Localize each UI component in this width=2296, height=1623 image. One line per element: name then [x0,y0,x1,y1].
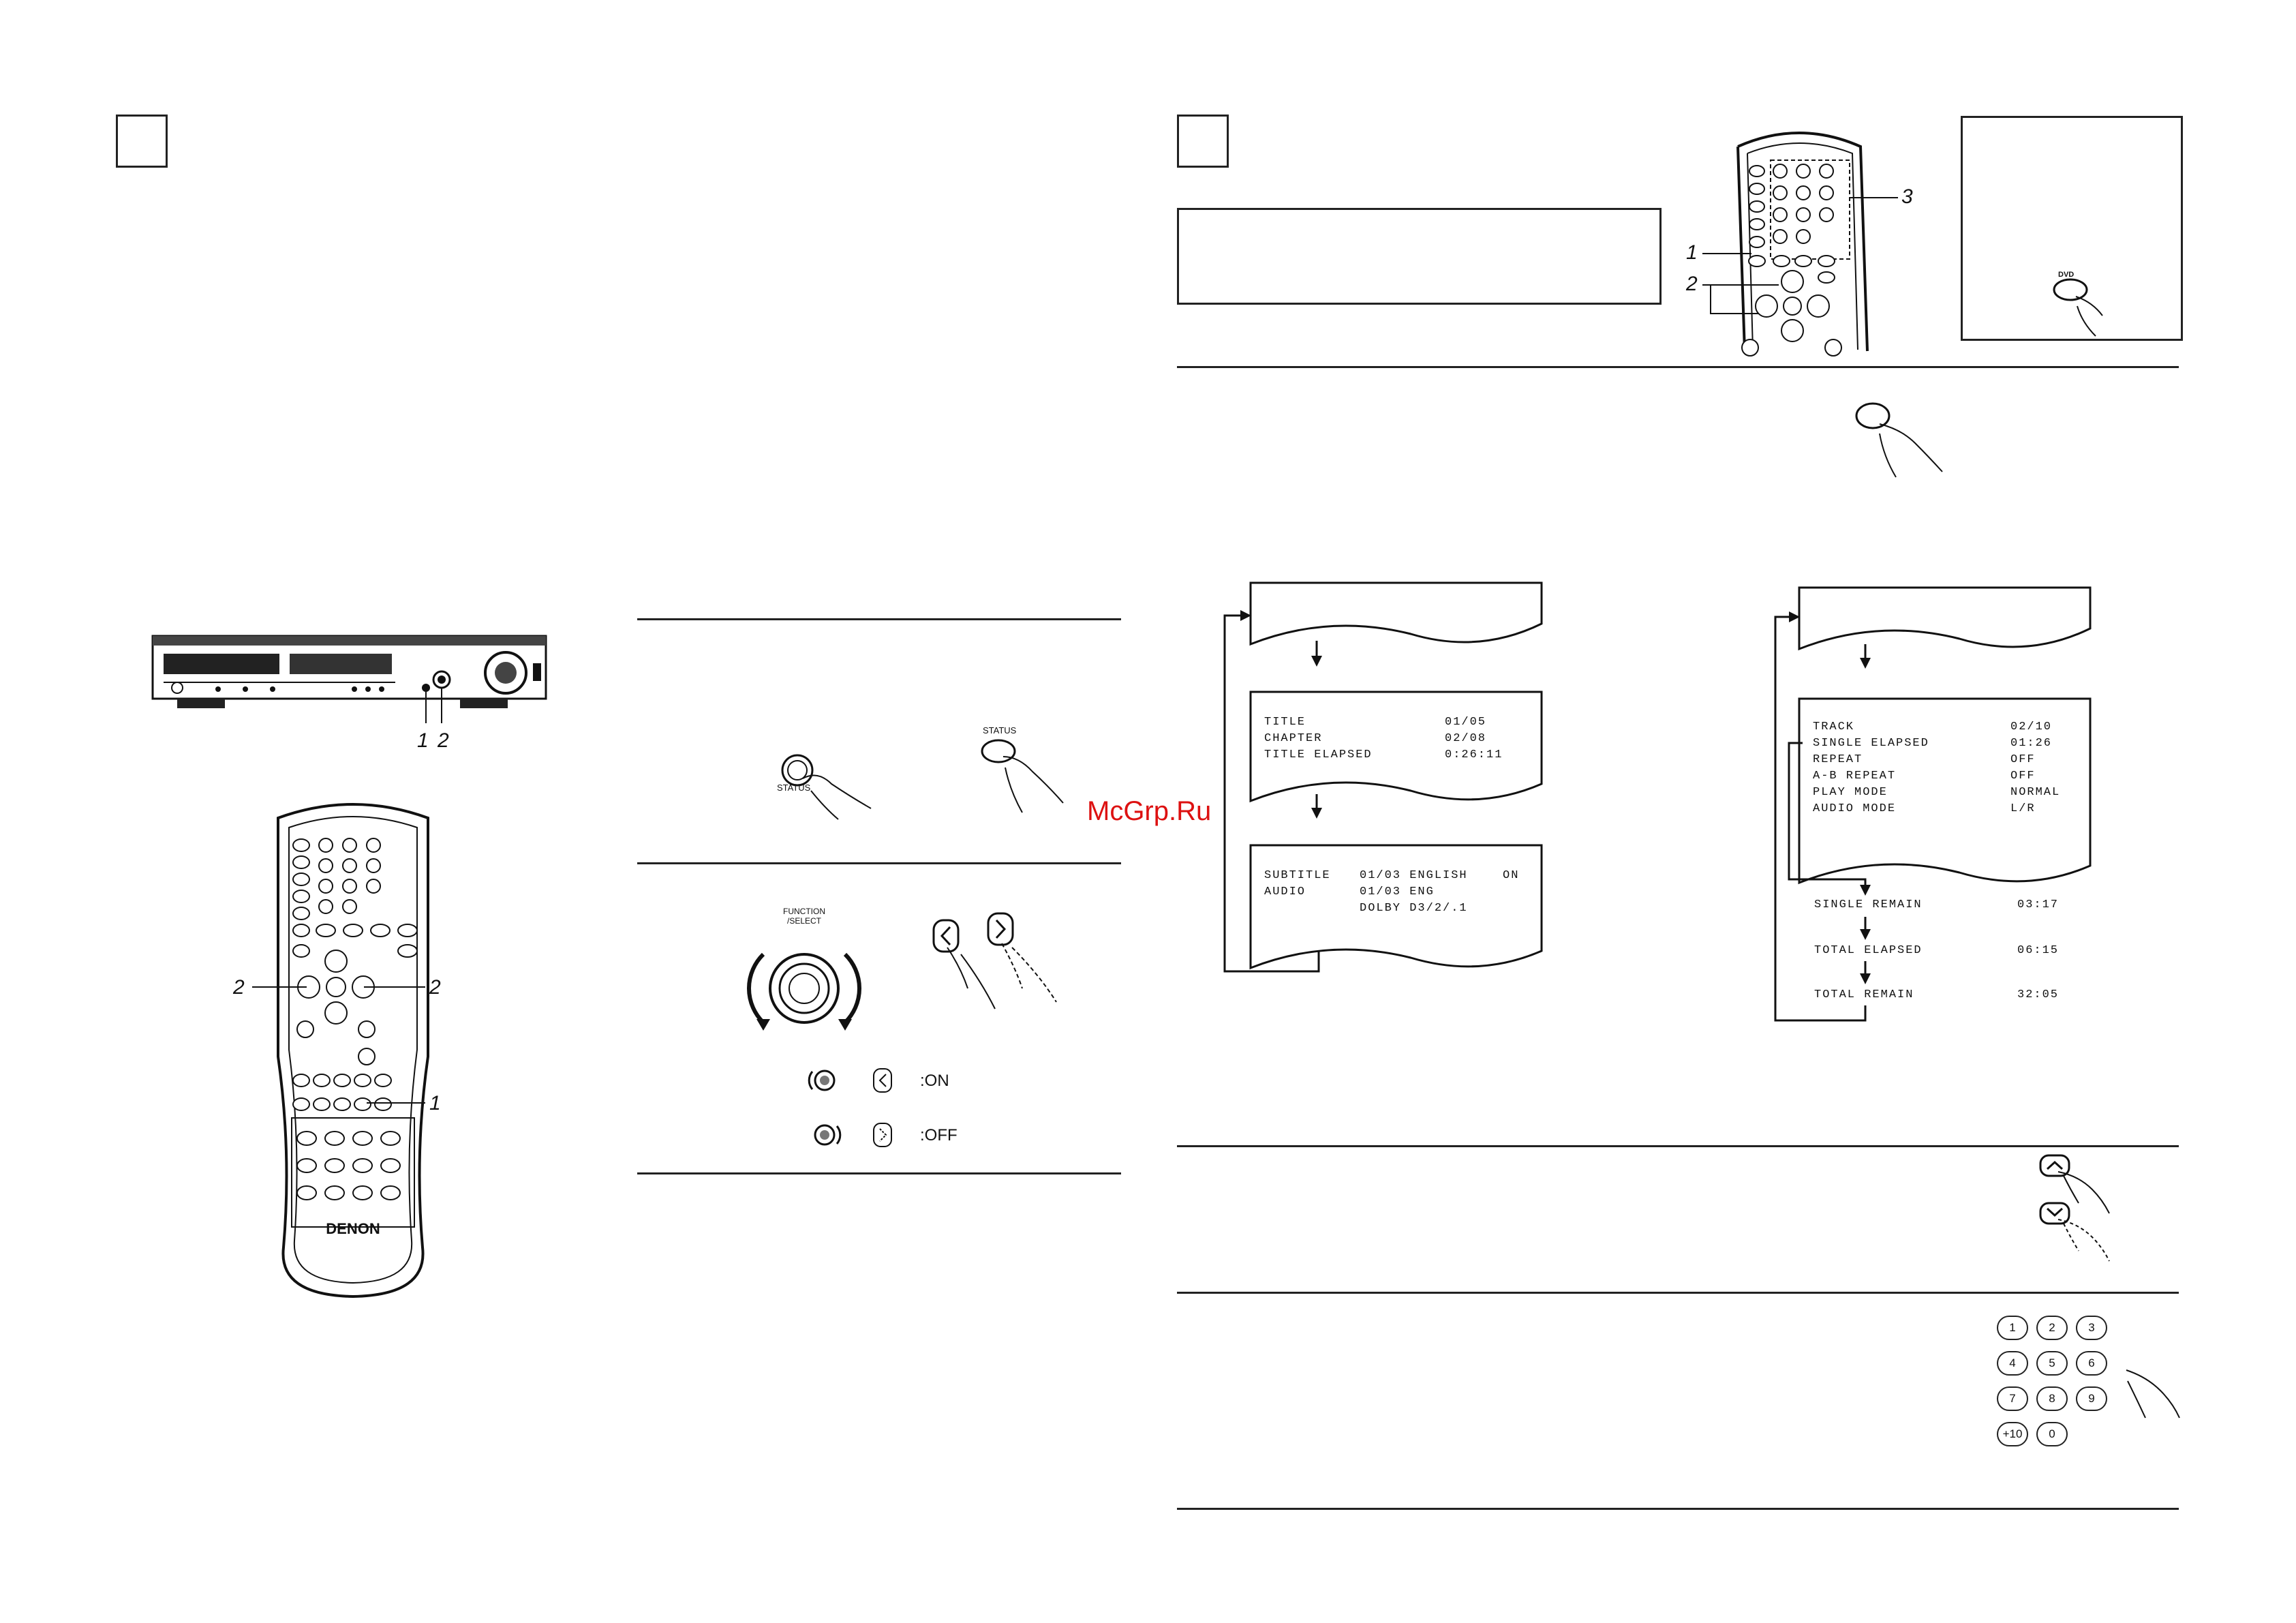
cd-s2-label-6: AUDIO MODE [1813,802,1897,815]
divider-right-1 [1177,366,2179,368]
status-label-remote: STATUS [983,725,1017,735]
legend-on-row: :ON [791,1063,968,1097]
dvd-s2-value-2: 02/08 [1445,732,1487,745]
cd-s2-label-4: A-B REPEAT [1813,770,1897,783]
divider-right-3 [1177,1292,2179,1294]
knob-label: FUNCTION /SELECT [783,907,825,926]
dvd-s3-value-2: 01/03 ENG [1360,885,1435,898]
dvd-s3-value-1: 01/03 ENGLISH [1360,869,1468,882]
cd-s2-label-3: REPEAT [1813,753,1863,766]
cd-s2-label-2: SINGLE ELAPSED [1813,737,1929,750]
cd-cycle-value-2: 06:15 [2017,944,2060,957]
cd-cycle-label-1: SINGLE REMAIN [1814,898,1923,911]
legend-off-label: :OFF [920,1126,958,1144]
dvd-s3-extra-1: ON [1503,869,1520,882]
cd-cycle-label-3: TOTAL REMAIN [1814,988,1914,1001]
divider-right-4 [1177,1508,2179,1510]
divider-select-top [637,862,1121,864]
numpad-key-7: 7 [1997,1386,2028,1411]
cd-screen-2: TRACK 02/10 SINGLE ELAPSED 01:26 REPEAT … [1813,721,2085,830]
cd-s2-label-1: TRACK [1813,721,1855,733]
numpad-key-4: 4 [1997,1351,2028,1376]
cd-cycle-label-2: TOTAL ELAPSED [1814,944,1923,957]
hand-press-icon [1840,395,1949,484]
numpad-key-3: 3 [2076,1316,2107,1340]
divider-status-top [637,618,1121,620]
remote-top-callout-3: 3 [1901,185,1913,208]
status-button-main-illustration: STATUS [770,743,879,825]
unit-callout-1: 1 [417,729,429,752]
numpad-key-0: 0 [2036,1422,2068,1446]
remote-top-callout-1: 1 [1686,241,1698,264]
status-button-remote-illustration: STATUS [968,723,1077,818]
unit-callout-2: 2 [438,729,449,752]
dvd-screen-3: SUBTITLE 01/03 ENGLISH ON AUDIO 01/03 EN… [1264,869,1537,930]
dvd-s2-label-2: CHAPTER [1264,732,1323,745]
numpad-key-8: 8 [2036,1386,2068,1411]
divider-right-2 [1177,1145,2179,1147]
numpad-key-plus10: +10 [1997,1422,2028,1446]
dvd-button-label: DVD [2058,271,2075,279]
note-box [1177,208,1662,305]
dvd-s2-value-3: 0:26:11 [1445,748,1503,761]
dvd-screen-2: TITLE 01/05 CHAPTER 02/08 TITLE ELAPSED … [1264,716,1537,777]
status-label-main: STATUS [777,783,811,793]
remote-brand-label: DENON [326,1220,380,1237]
numpad-key-9: 9 [2076,1386,2107,1411]
dvd-s2-label-3: TITLE ELAPSED [1264,748,1373,761]
step-number-box-left [116,115,168,168]
cd-s2-value-4: OFF [2010,770,2036,783]
function-select-knob: FUNCTION /SELECT [736,907,872,1050]
inset-box: DVD [1961,116,2183,341]
remote-top-callout-2: 2 [1686,273,1698,295]
dvd-s2-label-1: TITLE [1264,716,1306,729]
dvd-s3-label-2: AUDIO [1264,885,1306,898]
remote-detail-top [1724,126,1881,358]
remote-left-callout-2b: 2 [429,976,441,999]
watermark: McGrp.Ru [1087,796,1212,826]
numpad-key-6: 6 [2076,1351,2107,1376]
legend-on-label: :ON [920,1072,949,1090]
cursor-buttons-illustration [920,907,1097,1016]
numeric-keypad: 1 2 3 4 5 6 7 8 9 +10 0 [1997,1316,2188,1452]
dvd-s3-value-3: DOLBY D3/2/.1 [1360,902,1468,915]
dvd-s3-label-1: SUBTITLE [1264,869,1331,882]
remote-control-left: DENON [264,798,442,1302]
numpad-key-1: 1 [1997,1316,2028,1340]
main-unit-illustration [150,631,549,726]
cd-s2-value-6: L/R [2010,802,2036,815]
cd-s2-value-5: NORMAL [2010,786,2061,799]
dvd-s2-value-1: 01/05 [1445,716,1487,729]
cd-s2-value-3: OFF [2010,753,2036,766]
legend-off-row: :OFF [791,1118,968,1152]
cd-cycle-value-3: 32:05 [2017,988,2060,1001]
numpad-key-5: 5 [2036,1351,2068,1376]
up-down-buttons-illustration [2031,1149,2119,1264]
cd-s2-value-1: 02/10 [2010,721,2053,733]
remote-left-callout-2a: 2 [233,976,245,999]
cd-cycle-value-1: 03:17 [2017,898,2060,911]
remote-left-callout-1: 1 [429,1092,441,1114]
divider-select-bottom [637,1172,1121,1174]
step-number-box-right [1177,115,1229,168]
cd-s2-value-2: 01:26 [2010,737,2053,750]
cd-s2-label-5: PLAY MODE [1813,786,1888,799]
numpad-key-2: 2 [2036,1316,2068,1340]
